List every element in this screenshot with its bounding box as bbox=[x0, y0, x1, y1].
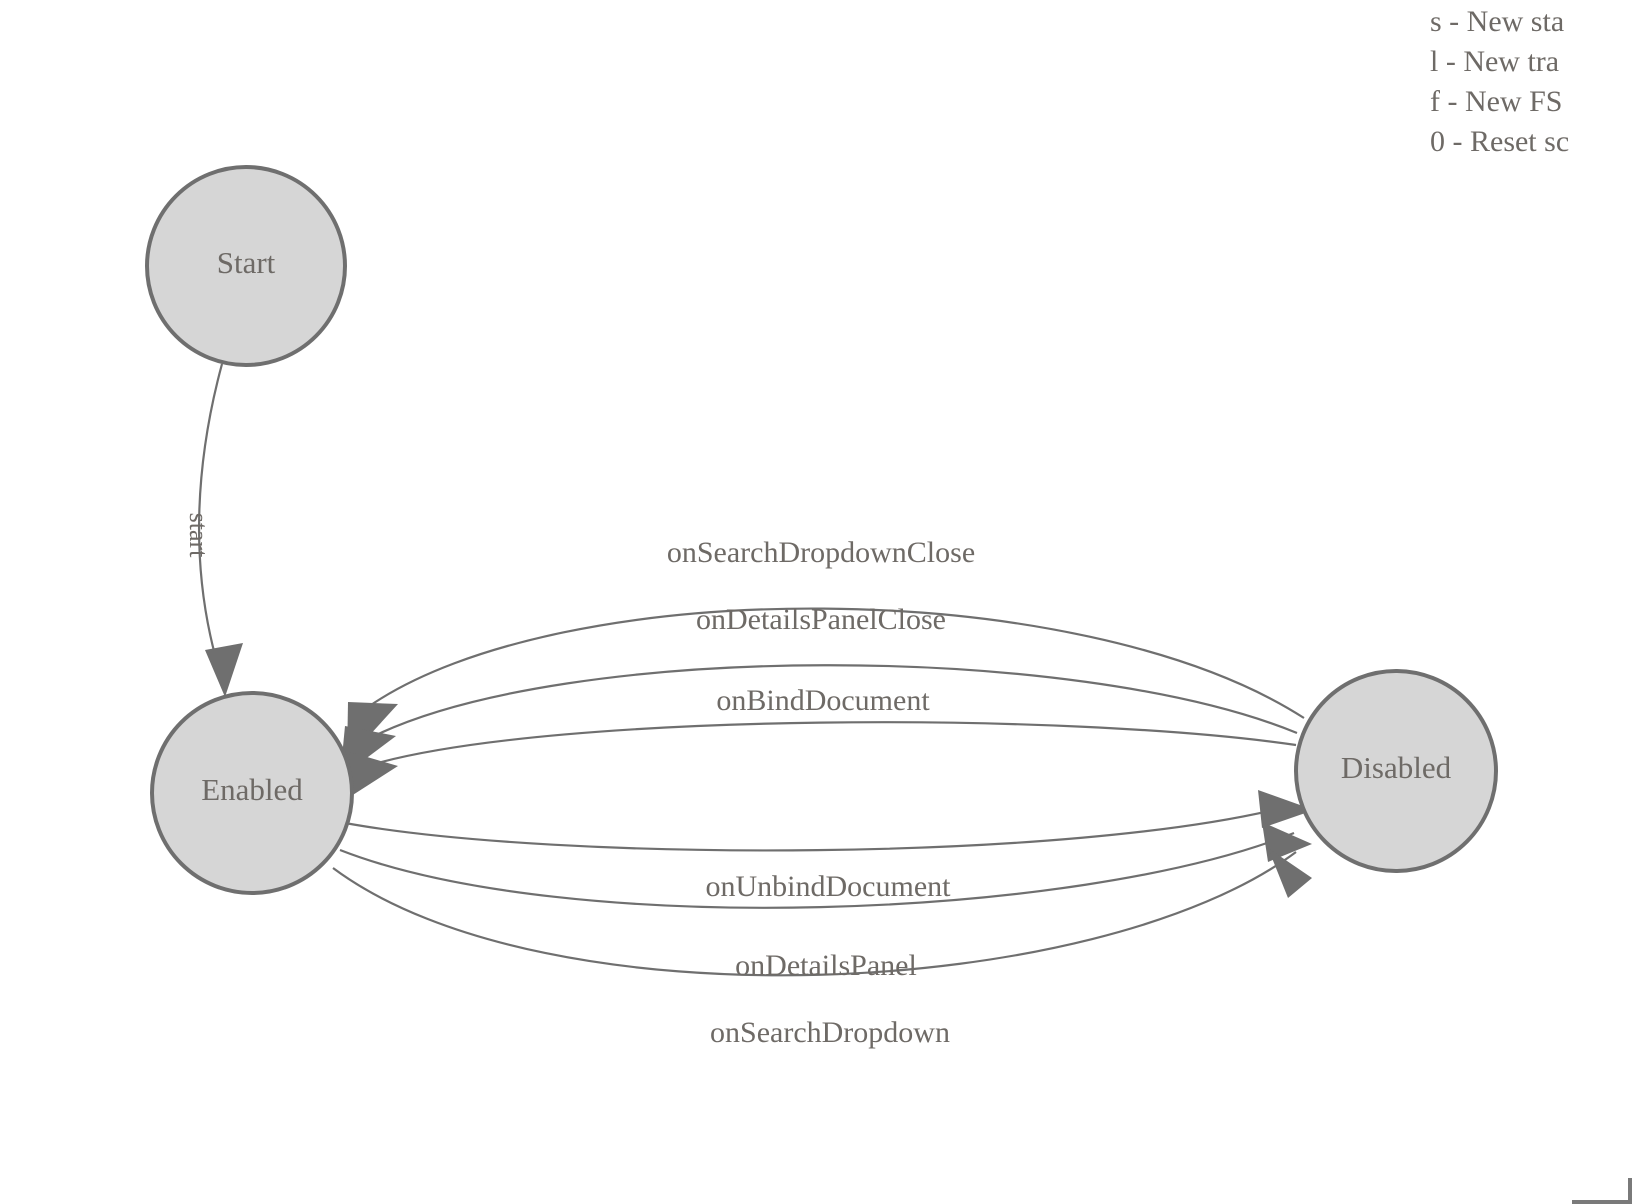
node-disabled-label: Disabled bbox=[1341, 750, 1452, 785]
node-enabled[interactable]: Enabled bbox=[150, 691, 354, 895]
edge-path-onSearchDropdownClose[interactable] bbox=[367, 607, 1305, 719]
edge-label-onSearchDropdownClose: onSearchDropdownClose bbox=[667, 536, 975, 569]
node-start[interactable]: Start bbox=[145, 165, 347, 367]
transition-start[interactable] bbox=[197, 363, 243, 697]
arrowhead-start bbox=[205, 643, 243, 697]
transition-onDetailsPanel[interactable] bbox=[339, 822, 1312, 909]
edge-label-onDetailsPanel: onDetailsPanel bbox=[735, 949, 917, 982]
node-disabled-circle[interactable] bbox=[1294, 669, 1498, 873]
node-start-label: Start bbox=[217, 245, 276, 280]
edge-path-onUnbindDocument[interactable] bbox=[344, 804, 1291, 852]
edge-label-onSearchDropdown: onSearchDropdown bbox=[710, 1016, 950, 1049]
node-enabled-label: Enabled bbox=[201, 772, 303, 807]
edge-label-onBindDocument: onBindDocument bbox=[716, 684, 930, 717]
node-start-circle[interactable] bbox=[145, 165, 347, 367]
arrowhead-onUnbindDocument bbox=[1258, 790, 1314, 828]
edge-path-onDetailsPanel[interactable] bbox=[339, 831, 1295, 909]
edge-label-onDetailsPanelClose: onDetailsPanelClose bbox=[696, 603, 946, 636]
transition-onBindDocument[interactable] bbox=[345, 721, 1297, 800]
edge-path-onBindDocument[interactable] bbox=[373, 721, 1297, 766]
edge-label-start: start bbox=[184, 513, 213, 559]
edge-label-onUnbindDocument: onUnbindDocument bbox=[706, 870, 952, 903]
node-enabled-circle[interactable] bbox=[150, 691, 354, 895]
node-disabled[interactable]: Disabled bbox=[1294, 669, 1498, 873]
arrowhead-onBindDocument bbox=[345, 752, 398, 800]
canvas-corner-handle[interactable] bbox=[1572, 1178, 1632, 1204]
edge-path-start[interactable] bbox=[197, 363, 224, 656]
arrowhead-onDetailsPanel bbox=[1262, 822, 1312, 862]
arrowhead-onSearchDropdown bbox=[1268, 848, 1312, 898]
transition-onUnbindDocument[interactable] bbox=[344, 790, 1314, 852]
transition-onSearchDropdown[interactable] bbox=[332, 848, 1312, 977]
edge-path-onSearchDropdown[interactable] bbox=[332, 851, 1297, 977]
edge-path-onDetailsPanelClose[interactable] bbox=[371, 664, 1298, 738]
